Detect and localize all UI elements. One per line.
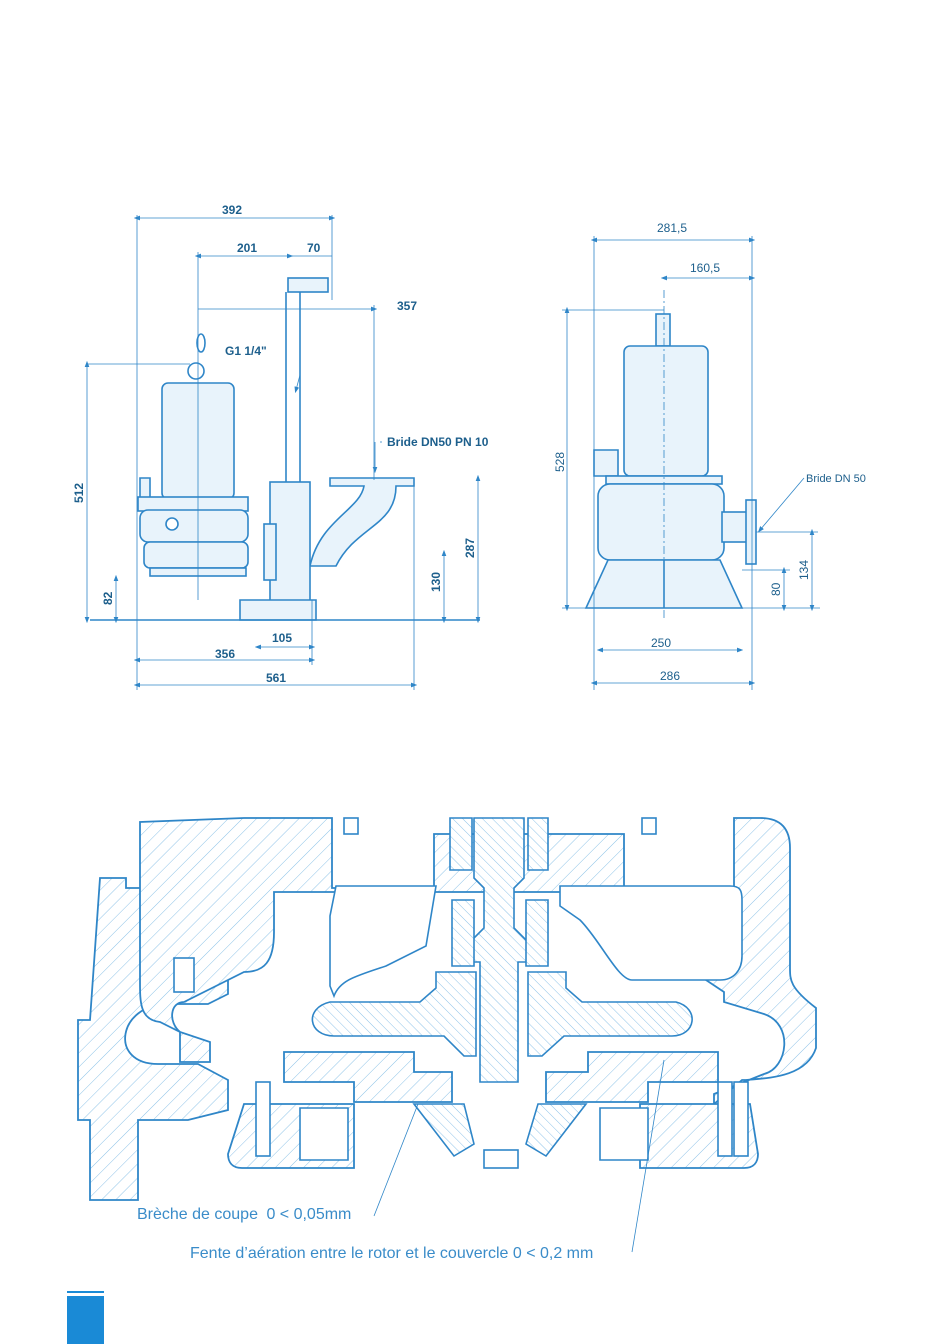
dim-201: 201 [237,241,257,255]
cross-section: Brèche de coupe 0 < 0,05mm Fente d’aérat… [78,818,816,1262]
dim-160-5: 160,5 [690,261,720,275]
dim-392: 392 [222,203,242,217]
dim-80: 80 [769,582,783,596]
dim-357: 357 [397,299,417,313]
dim-105: 105 [272,631,292,645]
callout-gap: Fente d’aération entre le rotor et le co… [190,1245,593,1262]
label-thread: G1 1/4" [225,344,267,358]
dim-130: 130 [429,572,443,592]
dim-134: 134 [797,560,811,580]
dim-70: 70 [307,241,321,255]
dim-356: 356 [215,647,235,661]
dim-287: 287 [463,538,477,558]
dim-250: 250 [651,636,671,650]
front-view: 281,5 160,5 528 Bride DN 50 134 80 250 2… [553,221,866,690]
dim-281-5: 281,5 [657,221,687,235]
dim-561: 561 [266,671,286,685]
page-tab-line [67,1291,104,1293]
dim-512: 512 [72,483,86,503]
callout-cut-value: 0 < 0,05mm [266,1206,351,1223]
dim-528: 528 [553,452,567,472]
label-flange-side: Bride DN50 PN 10 [387,435,489,449]
dim-82: 82 [101,591,115,605]
label-flange-front: Bride DN 50 [806,473,866,485]
svg-text:Brèche de coupe 0 < 0,05: Brèche de coupe 0 < 0,05mm [137,1206,351,1223]
page-tab [67,1296,104,1344]
dim-286: 286 [660,669,680,683]
side-view: 392 201 70 357 G1 1/4" Bride DN50 PN 10 … [72,203,489,690]
callout-cut: Brèche de coupe [137,1206,258,1223]
